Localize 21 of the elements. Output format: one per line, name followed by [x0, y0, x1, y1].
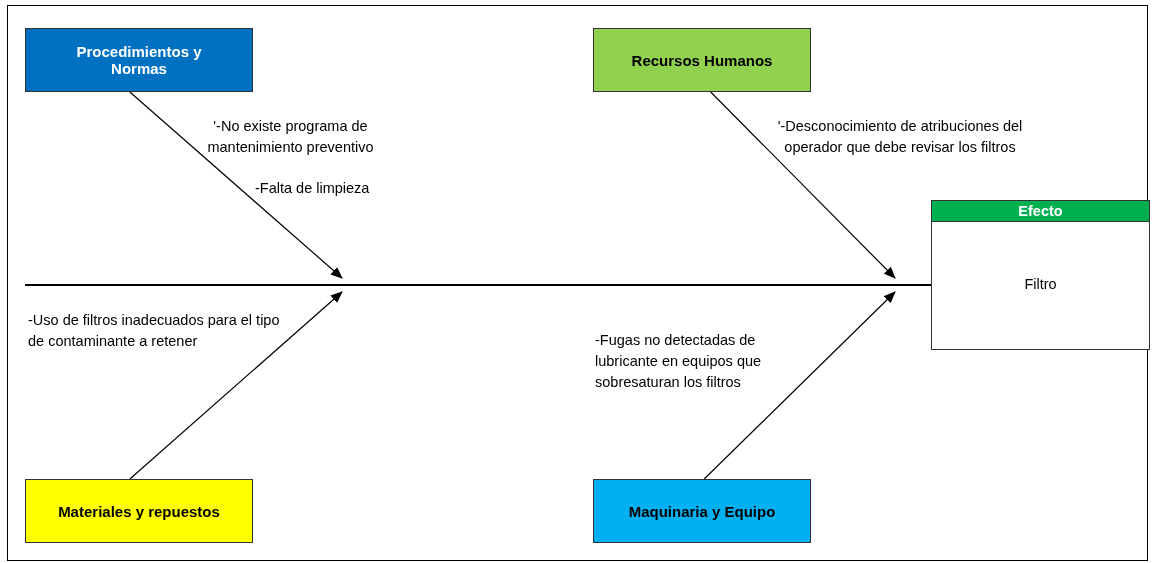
arrow — [703, 291, 896, 480]
category-label: Procedimientos y Normas — [75, 43, 203, 77]
category-label: Recursos Humanos — [630, 51, 774, 69]
effect-heading: Efecto — [932, 201, 1149, 222]
cause-text: -Falta de limpieza — [255, 179, 371, 198]
category-box — [25, 28, 253, 92]
category-label: Materiales y repuestos — [57, 502, 221, 520]
cause-text: '-No existe programa de mantenimiento preventivo — [206, 117, 375, 157]
cause-text: -Uso de filtros inadecuados para el tipo de contaminante a retener — [28, 311, 281, 351]
cause-text: '-Desconocimiento de atribuciones del operador que debe revisar los filtros — [776, 117, 1024, 157]
effect-box — [931, 200, 1150, 350]
category-label: Maquinaria y Equipo — [627, 502, 777, 520]
arrow — [710, 91, 896, 279]
arrow — [129, 91, 343, 279]
category-box — [593, 28, 811, 92]
category-box — [593, 479, 811, 543]
cause-text: -Fugas no detectadas de lubricante en equipos que sobresaturan los filtros — [595, 331, 763, 392]
spine-line — [24, 284, 932, 287]
effect-text: Filtro — [1023, 276, 1058, 292]
category-box — [25, 479, 253, 543]
arrow — [129, 291, 343, 480]
